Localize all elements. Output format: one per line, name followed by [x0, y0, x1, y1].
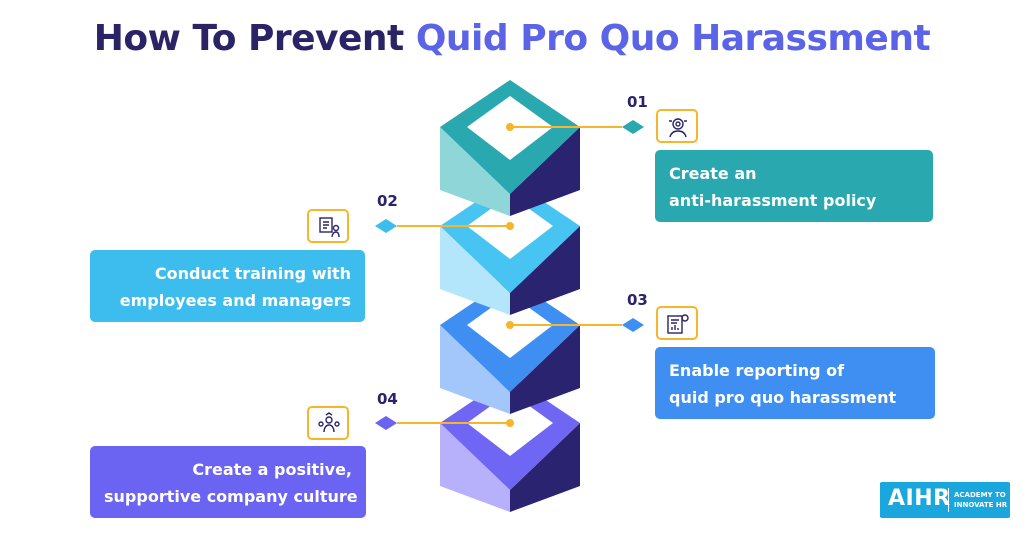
logo-name: AIHR	[888, 486, 951, 511]
step-3-card: Enable reporting of quid pro quo harassm…	[655, 347, 935, 419]
cube-3	[440, 278, 580, 414]
title-highlight: Quid Pro Quo Harassment	[415, 18, 931, 59]
connector-3	[506, 318, 644, 332]
step-2-line-2: employees and managers	[119, 291, 351, 310]
report-document-icon	[656, 306, 698, 340]
step-2-line-1: Conduct training with	[154, 264, 351, 283]
step-4-number: 04	[377, 390, 398, 408]
cube-1	[440, 80, 580, 216]
cube-2	[440, 179, 580, 315]
connector-4	[375, 416, 514, 430]
step-1-line-1: Create an	[669, 164, 757, 183]
step-1-line-2: anti-harassment policy	[669, 191, 877, 210]
page-title: How To Prevent Quid Pro Quo Harassment	[0, 18, 1024, 59]
training-presentation-icon	[307, 209, 349, 243]
logo-tagline-1: ACADEMY TO	[954, 491, 1006, 499]
step-4-card: Create a positive, supportive company cu…	[90, 446, 366, 518]
logo-tagline: ACADEMY TO INNOVATE HR	[954, 490, 1007, 510]
team-culture-icon	[307, 406, 349, 440]
connector-2	[375, 219, 514, 233]
step-1-card: Create an anti-harassment policy	[655, 150, 933, 222]
logo-tagline-2: INNOVATE HR	[954, 501, 1008, 509]
aihr-logo: AIHR ACADEMY TO INNOVATE HR	[880, 482, 1010, 518]
step-2-number: 02	[377, 192, 398, 210]
step-2-card: Conduct training with employees and mana…	[90, 250, 365, 322]
step-3-line-2: quid pro quo harassment	[669, 388, 897, 407]
policy-agreement-icon	[656, 109, 698, 143]
step-3-line-1: Enable reporting of	[669, 361, 845, 380]
title-main: How To Prevent	[93, 18, 416, 59]
step-4-line-2: supportive company culture	[104, 487, 358, 506]
connector-1	[506, 120, 644, 134]
step-1-number: 01	[627, 93, 648, 111]
logo-divider	[948, 488, 949, 512]
step-4-line-1: Create a positive,	[192, 460, 352, 479]
step-3-number: 03	[627, 291, 648, 309]
